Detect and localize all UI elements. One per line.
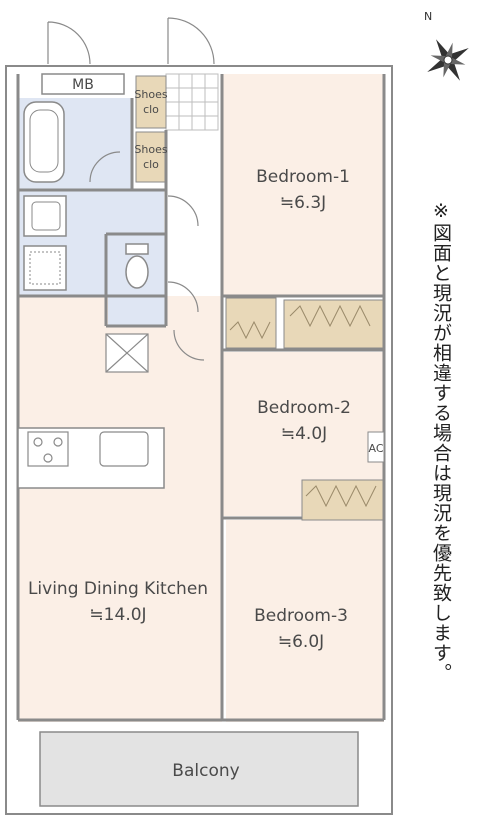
balcony-label: Balcony [172, 761, 239, 781]
bedroom-1-size: ≒6.3J [280, 193, 326, 213]
shoes-closet-2 [135, 131, 167, 183]
closet-bedroom1-left [225, 297, 277, 349]
bedroom-1-name: Bedroom-1 [256, 167, 350, 187]
bedroom-2-size: ≒4.0J [281, 424, 327, 444]
ac-label: AC [368, 442, 383, 455]
bedroom-3-floor [226, 520, 384, 722]
meter-box [41, 73, 125, 95]
door-swings [47, 17, 215, 361]
shoes-closet-1 [135, 75, 167, 129]
ldk-size: ≒14.0J [89, 605, 146, 625]
balcony-floor [39, 731, 359, 807]
compass-icon [427, 39, 469, 81]
compass-north-label: N [424, 10, 432, 23]
kitchen-sink [99, 431, 149, 467]
bedroom-3-name: Bedroom-3 [254, 606, 348, 626]
bedroom-1-floor [222, 74, 384, 296]
bedroom-3-size: ≒6.0J [278, 632, 324, 652]
storage-box [105, 333, 149, 373]
meter-box-label: MB [72, 77, 94, 93]
shoes-closet-1-label-1: Shoes [134, 88, 167, 101]
disclaimer-note: ※図面と現況が相違する場合は現況を優先致します。 [430, 200, 452, 683]
closet-hanger-lines [229, 304, 377, 508]
bedroom-2-name: Bedroom-2 [257, 398, 351, 418]
stove [27, 431, 69, 467]
ac-unit [367, 431, 385, 463]
bathtub [23, 101, 65, 183]
entrance-tiles [165, 73, 219, 131]
shoes-closet-2-label-2: clo [143, 158, 159, 171]
washing-machine-pan [23, 245, 67, 291]
shoes-closet-1-label-2: clo [143, 103, 159, 116]
shoes-closet-2-label-1: Shoes [134, 143, 167, 156]
interior-walls [16, 74, 386, 722]
ldk-name: Living Dining Kitchen [28, 579, 208, 599]
toilet [125, 243, 149, 289]
